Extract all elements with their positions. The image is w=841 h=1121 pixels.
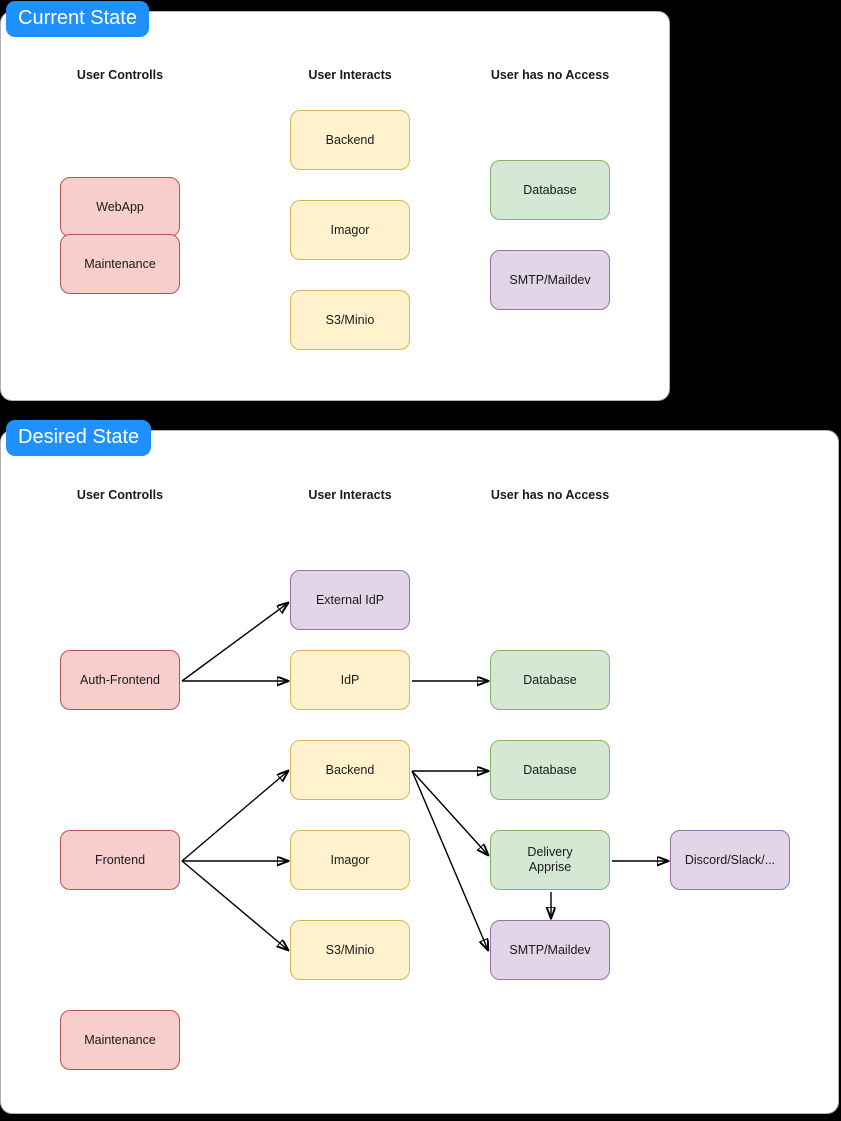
node-smtp-maildev-desired[interactable]: SMTP/Maildev — [490, 920, 610, 980]
node-discord-slack[interactable]: Discord/Slack/... — [670, 830, 790, 890]
current-column-header-controls: User Controlls — [76, 68, 164, 82]
node-external-idp[interactable]: External IdP — [290, 570, 410, 630]
node-backend[interactable]: Backend — [290, 110, 410, 170]
node-delivery-apprise[interactable]: Delivery Apprise — [490, 830, 610, 890]
desired-column-header-interacts: User Interacts — [308, 488, 392, 502]
delivery-apprise-line-2: Apprise — [528, 860, 572, 874]
node-imagor[interactable]: Imagor — [290, 200, 410, 260]
current-column-header-no-access: User has no Access — [490, 68, 610, 82]
node-maintenance[interactable]: Maintenance — [60, 234, 180, 294]
node-database-top[interactable]: Database — [490, 650, 610, 710]
current-column-header-interacts: User Interacts — [308, 68, 392, 82]
node-frontend[interactable]: Frontend — [60, 830, 180, 890]
node-webapp[interactable]: WebApp — [60, 177, 180, 237]
desired-state-tag: Desired State — [6, 420, 152, 456]
delivery-apprise-line-1: Delivery — [527, 845, 573, 860]
desired-column-header-controls: User Controlls — [76, 488, 164, 502]
desired-state-panel — [0, 430, 839, 1114]
desired-column-header-no-access: User has no Access — [490, 488, 610, 502]
node-auth-frontend[interactable]: Auth-Frontend — [60, 650, 180, 710]
current-state-tag: Current State — [6, 1, 149, 37]
node-imagor-desired[interactable]: Imagor — [290, 830, 410, 890]
node-maintenance-desired[interactable]: Maintenance — [60, 1010, 180, 1070]
node-idp[interactable]: IdP — [290, 650, 410, 710]
node-smtp-maildev[interactable]: SMTP/Maildev — [490, 250, 610, 310]
node-s3-minio[interactable]: S3/Minio — [290, 290, 410, 350]
node-s3-minio-desired[interactable]: S3/Minio — [290, 920, 410, 980]
node-database[interactable]: Database — [490, 160, 610, 220]
node-database-mid[interactable]: Database — [490, 740, 610, 800]
node-backend-desired[interactable]: Backend — [290, 740, 410, 800]
